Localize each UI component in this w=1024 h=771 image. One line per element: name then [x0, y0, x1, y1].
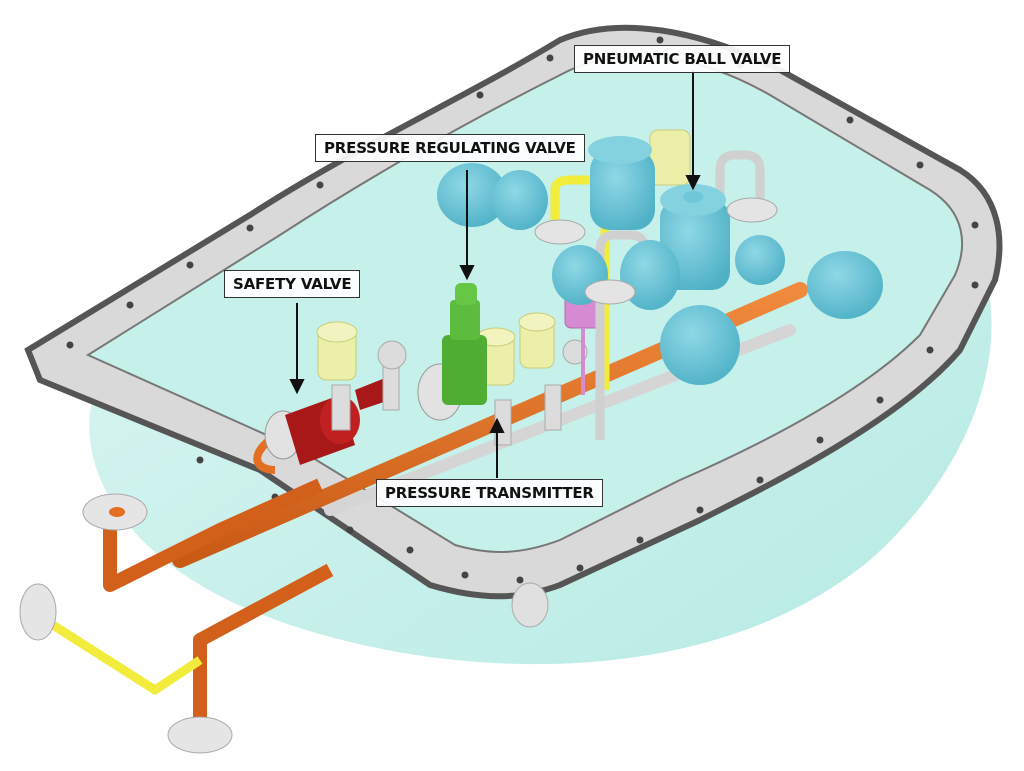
pressure-transmitters: [316, 129, 691, 386]
pressure-regulating-valve: [417, 283, 487, 421]
yellow-pipe: [19, 583, 203, 695]
outlet-orange-pipe: [82, 478, 334, 754]
label-safety-valve: SAFETY VALVE: [224, 270, 361, 298]
callout-leaders: [289, 70, 701, 478]
label-pneumatic-ball-valve: PNEUMATIC BALL VALVE: [574, 45, 791, 73]
label-pressure-regulating-valve: PRESSURE REGULATING VALVE: [315, 134, 585, 162]
tub-nozzle: [511, 582, 549, 628]
label-pressure-transmitter: PRESSURE TRANSMITTER: [376, 479, 603, 507]
valve-flanges: [534, 197, 778, 305]
